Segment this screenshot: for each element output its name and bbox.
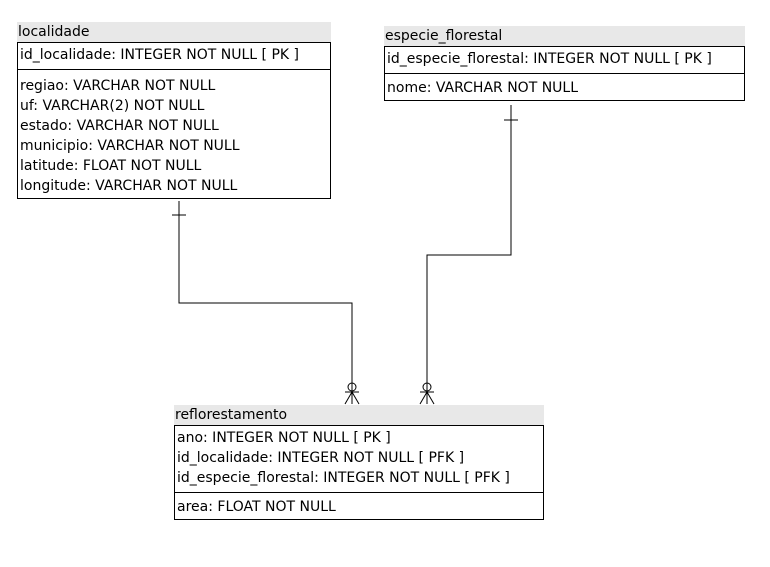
attribute-row: municipio: VARCHAR NOT NULL <box>20 138 240 154</box>
entity-title: especie_florestal <box>384 26 745 46</box>
entity-body: id_localidade: INTEGER NOT NULL [ PK ] r… <box>17 42 331 199</box>
attribute-row: longitude: VARCHAR NOT NULL <box>20 178 238 194</box>
entity-body: id_especie_florestal: INTEGER NOT NULL [… <box>384 46 745 101</box>
primary-key-section: id_localidade: INTEGER NOT NULL [ PK ] <box>18 43 330 70</box>
attribute-section: nome: VARCHAR NOT NULL <box>385 74 744 100</box>
attribute-row: estado: VARCHAR NOT NULL <box>20 118 219 134</box>
attribute-section: area: FLOAT NOT NULL <box>175 493 543 519</box>
attribute-row: regiao: VARCHAR NOT NULL <box>20 78 216 94</box>
crowfoot-marker <box>419 391 428 405</box>
entity-title: localidade <box>17 22 331 42</box>
attribute-row: id_localidade: INTEGER NOT NULL [ PFK ] <box>177 450 465 466</box>
attribute-row: latitude: FLOAT NOT NULL <box>20 158 202 174</box>
attribute-row: id_localidade: INTEGER NOT NULL [ PK ] <box>20 47 300 63</box>
primary-key-section: id_especie_florestal: INTEGER NOT NULL [… <box>385 47 744 74</box>
attribute-section: regiao: VARCHAR NOT NULL uf: VARCHAR(2) … <box>18 70 330 198</box>
entity-reflorestamento[interactable]: reflorestamento ano: INTEGER NOT NULL [ … <box>174 405 544 520</box>
crowfoot-marker <box>344 391 353 405</box>
attribute-row: nome: VARCHAR NOT NULL <box>387 80 579 96</box>
entity-title: reflorestamento <box>174 405 544 425</box>
entity-body: ano: INTEGER NOT NULL [ PK ] id_localida… <box>174 425 544 520</box>
entity-localidade[interactable]: localidade id_localidade: INTEGER NOT NU… <box>17 22 331 199</box>
attribute-row: area: FLOAT NOT NULL <box>177 499 336 515</box>
entity-especie-florestal[interactable]: especie_florestal id_especie_florestal: … <box>384 26 745 101</box>
zero-marker <box>347 382 357 392</box>
relationship-especie-reflorestamento[interactable] <box>419 105 518 405</box>
primary-key-section: ano: INTEGER NOT NULL [ PK ] id_localida… <box>175 426 543 493</box>
attribute-row: id_especie_florestal: INTEGER NOT NULL [… <box>387 51 712 67</box>
attribute-row: uf: VARCHAR(2) NOT NULL <box>20 98 205 114</box>
relationship-localidade-reflorestamento[interactable] <box>172 201 360 405</box>
attribute-row: id_especie_florestal: INTEGER NOT NULL [… <box>177 470 510 486</box>
attribute-row: ano: INTEGER NOT NULL [ PK ] <box>177 430 391 446</box>
zero-marker <box>422 382 432 392</box>
